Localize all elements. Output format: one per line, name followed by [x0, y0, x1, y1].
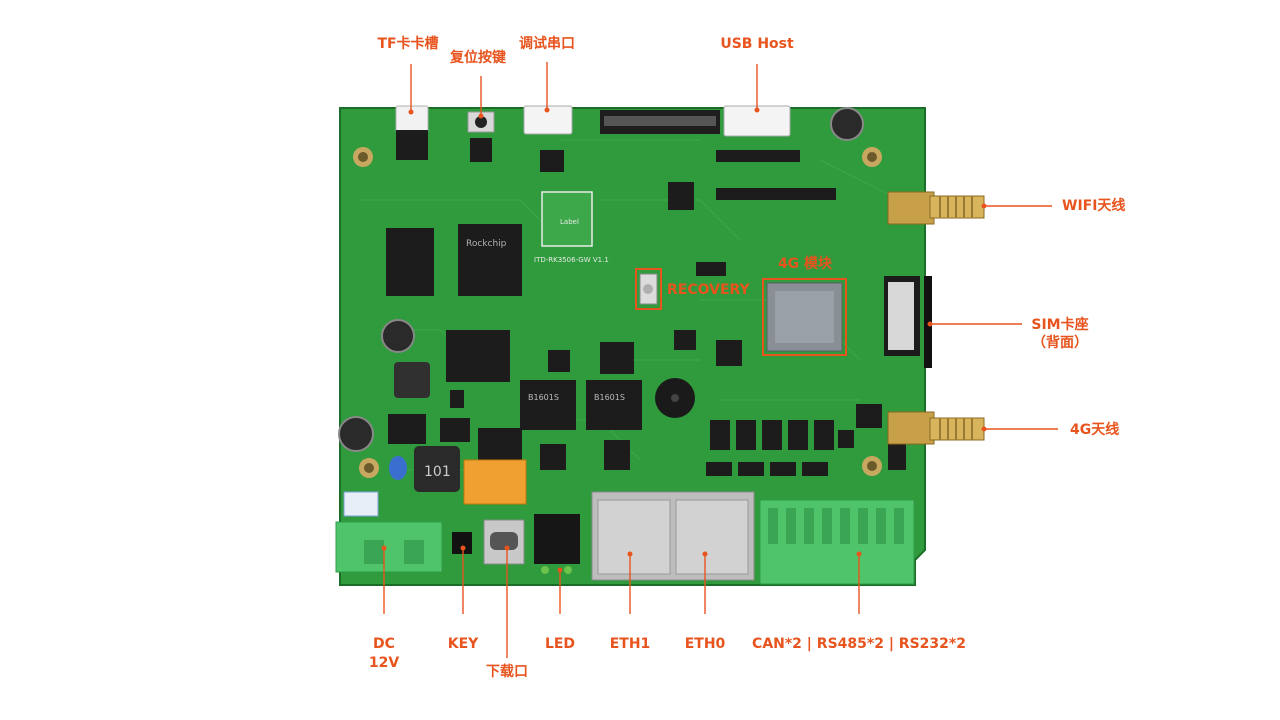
- led-block: [534, 514, 580, 564]
- label-box-text: Label: [560, 218, 579, 226]
- capacitor-bottom: [338, 416, 374, 452]
- label-sim-seat: SIM卡座: [1031, 317, 1089, 333]
- phy-transformer-2: [586, 380, 642, 430]
- label-debug-uart: 调试串口: [519, 36, 575, 52]
- label-download-port: 下载口: [486, 664, 528, 680]
- label-dc: DC: [373, 636, 395, 652]
- label-tf-card: TF卡卡槽: [377, 36, 439, 52]
- memory-chip: [386, 228, 434, 296]
- leader-lines: [383, 62, 1058, 658]
- svg-text:B1601S: B1601S: [528, 393, 559, 402]
- driver-components: [706, 404, 906, 476]
- capacitor-top: [830, 107, 864, 141]
- capacitor-left: [381, 319, 415, 353]
- label-reset-key: 复位按键: [450, 50, 506, 66]
- label-bus-ports: CAN*2 | RS485*2 | RS232*2: [752, 636, 966, 652]
- debug-uart-connector: [523, 105, 573, 135]
- bus-terminal-slots: [768, 508, 904, 544]
- dc-terminal: [335, 521, 443, 573]
- board-id-text: ITD-RK3506-GW V1.1: [534, 256, 609, 264]
- label-usb-host: USB Host: [720, 36, 794, 52]
- reset-button-cap: [475, 116, 487, 128]
- antenna-4g-connector: [887, 411, 985, 445]
- blue-capacitor: [389, 456, 407, 480]
- soc-brand-text: Rockchip: [466, 239, 507, 249]
- label-recovery: RECOVERY: [667, 282, 750, 298]
- bus-terminal: [759, 499, 915, 585]
- label-led: LED: [544, 636, 576, 652]
- emmc-chip: [446, 330, 510, 382]
- inductor-101: [414, 446, 460, 492]
- power-fuse: [463, 459, 527, 505]
- label-key: KEY: [447, 636, 479, 652]
- label-dc-voltage: 12V: [368, 655, 400, 671]
- inductor-1: [394, 362, 430, 398]
- mounting-holes: [353, 147, 882, 478]
- label-eth1: ETH1: [609, 636, 651, 652]
- label-box: [541, 191, 593, 247]
- label-wifi-antenna: WIFI天线: [1062, 198, 1126, 214]
- svg-text:101: 101: [424, 464, 451, 480]
- recovery-highlight: [635, 268, 662, 310]
- wifi-antenna-connector: [887, 191, 985, 225]
- label-4g-module: 4G 模块: [777, 256, 833, 272]
- phy-transformer-1: [520, 380, 576, 430]
- label-sim-seat-note: （背面）: [1032, 335, 1088, 351]
- svg-text:B1601S: B1601S: [594, 393, 625, 402]
- label-eth0: ETH0: [684, 636, 726, 652]
- module-4g-highlight: [762, 278, 847, 356]
- soc-chip: [458, 224, 522, 296]
- jumper-block: [343, 491, 379, 517]
- key-button: [452, 532, 472, 554]
- label-4g-antenna: 4G天线: [1070, 422, 1120, 438]
